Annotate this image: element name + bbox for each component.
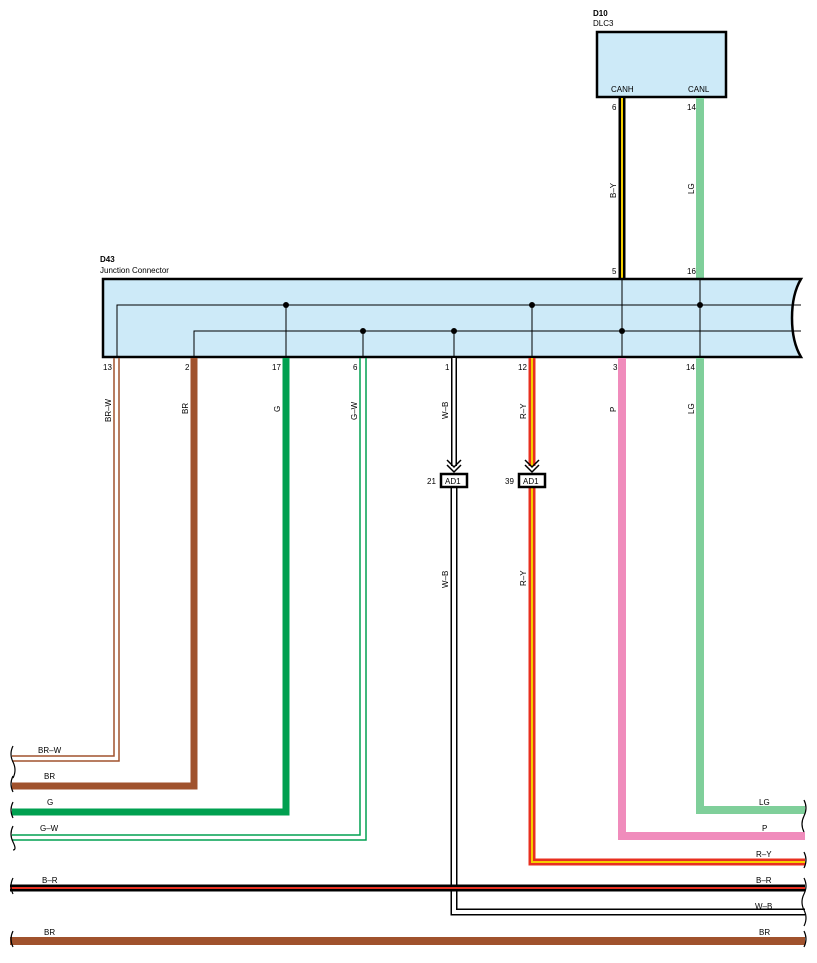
connector-ad1-code-2: AD1: [523, 477, 539, 486]
junction-top-pin-16: 16: [687, 267, 696, 276]
wire-label-br-w: BR–W: [104, 398, 113, 422]
wire-label-r-y-upper: R–Y: [519, 403, 528, 419]
dlc-pin-canh: 6: [612, 103, 617, 112]
left-break-marks: [10, 745, 16, 948]
left-label-br-w: BR–W: [38, 746, 62, 755]
junction-splice-dots: [283, 302, 703, 334]
wire-br-w: [12, 358, 120, 762]
dlc-name: DLC3: [593, 19, 614, 28]
wire-label-br: BR: [181, 403, 190, 414]
dlc3-connector: [595, 30, 728, 99]
connector-ad1-pin-39: 39: [505, 477, 514, 486]
pin-3: 3: [613, 363, 618, 372]
dlc-pin-canl: 14: [687, 103, 696, 112]
junction-code: D43: [100, 255, 115, 264]
dlc-code: D10: [593, 9, 608, 18]
connector-ad1-r-y: AD1: [517, 459, 547, 489]
wire-w-b: [450, 358, 805, 916]
junction-connector: [101, 277, 804, 359]
pin-1: 1: [445, 363, 450, 372]
wire-label-lg-top: LG: [687, 183, 696, 194]
left-label-g: G: [47, 798, 53, 807]
pin-14: 14: [686, 363, 695, 372]
wire-label-r-y-lower: R–Y: [519, 570, 528, 586]
wire-br-1: [12, 358, 198, 790]
left-label-br: BR: [44, 772, 55, 781]
connector-ad1-pin-21: 21: [427, 477, 436, 486]
left-label-br-2: BR: [44, 928, 55, 937]
wire-label-w-b-upper: W–B: [441, 402, 450, 419]
wire-label-p: P: [609, 407, 618, 412]
wire-lg-bottom: [696, 358, 805, 814]
right-label-r-y: R–Y: [756, 850, 772, 859]
junction-name: Junction Connector: [100, 266, 169, 275]
left-label-b-r: B–R: [42, 876, 58, 885]
pin-12: 12: [518, 363, 527, 372]
dlc-canh-label: CANH: [611, 85, 634, 94]
pin-6: 6: [353, 363, 358, 372]
wire-g: [12, 358, 290, 816]
wire-label-b-y: B–Y: [609, 182, 618, 198]
right-label-w-b: W–B: [755, 902, 772, 911]
junction-top-pin-5: 5: [612, 267, 617, 276]
dlc-canl-label: CANL: [688, 85, 710, 94]
junction-bus-lines: [116, 279, 801, 357]
pin-17: 17: [272, 363, 281, 372]
wire-g-w: [12, 358, 367, 841]
wire-label-g: G: [273, 406, 282, 412]
wire-r-y: [528, 358, 805, 866]
wire-p: [618, 358, 805, 840]
connector-ad1-code-1: AD1: [445, 477, 461, 486]
left-label-g-w: G–W: [40, 824, 59, 833]
wire-label-lg-bottom: LG: [687, 403, 696, 414]
wire-label-g-w: G–W: [350, 401, 359, 420]
wire-label-w-b-lower: W–B: [441, 571, 450, 588]
right-label-lg: LG: [759, 798, 770, 807]
right-break-marks: [801, 799, 807, 948]
right-label-b-r: B–R: [756, 876, 772, 885]
right-label-br: BR: [759, 928, 770, 937]
pin-13: 13: [103, 363, 112, 372]
right-label-p: P: [762, 824, 767, 833]
connector-ad1-w-b: AD1: [439, 459, 469, 489]
pin-2: 2: [185, 363, 190, 372]
